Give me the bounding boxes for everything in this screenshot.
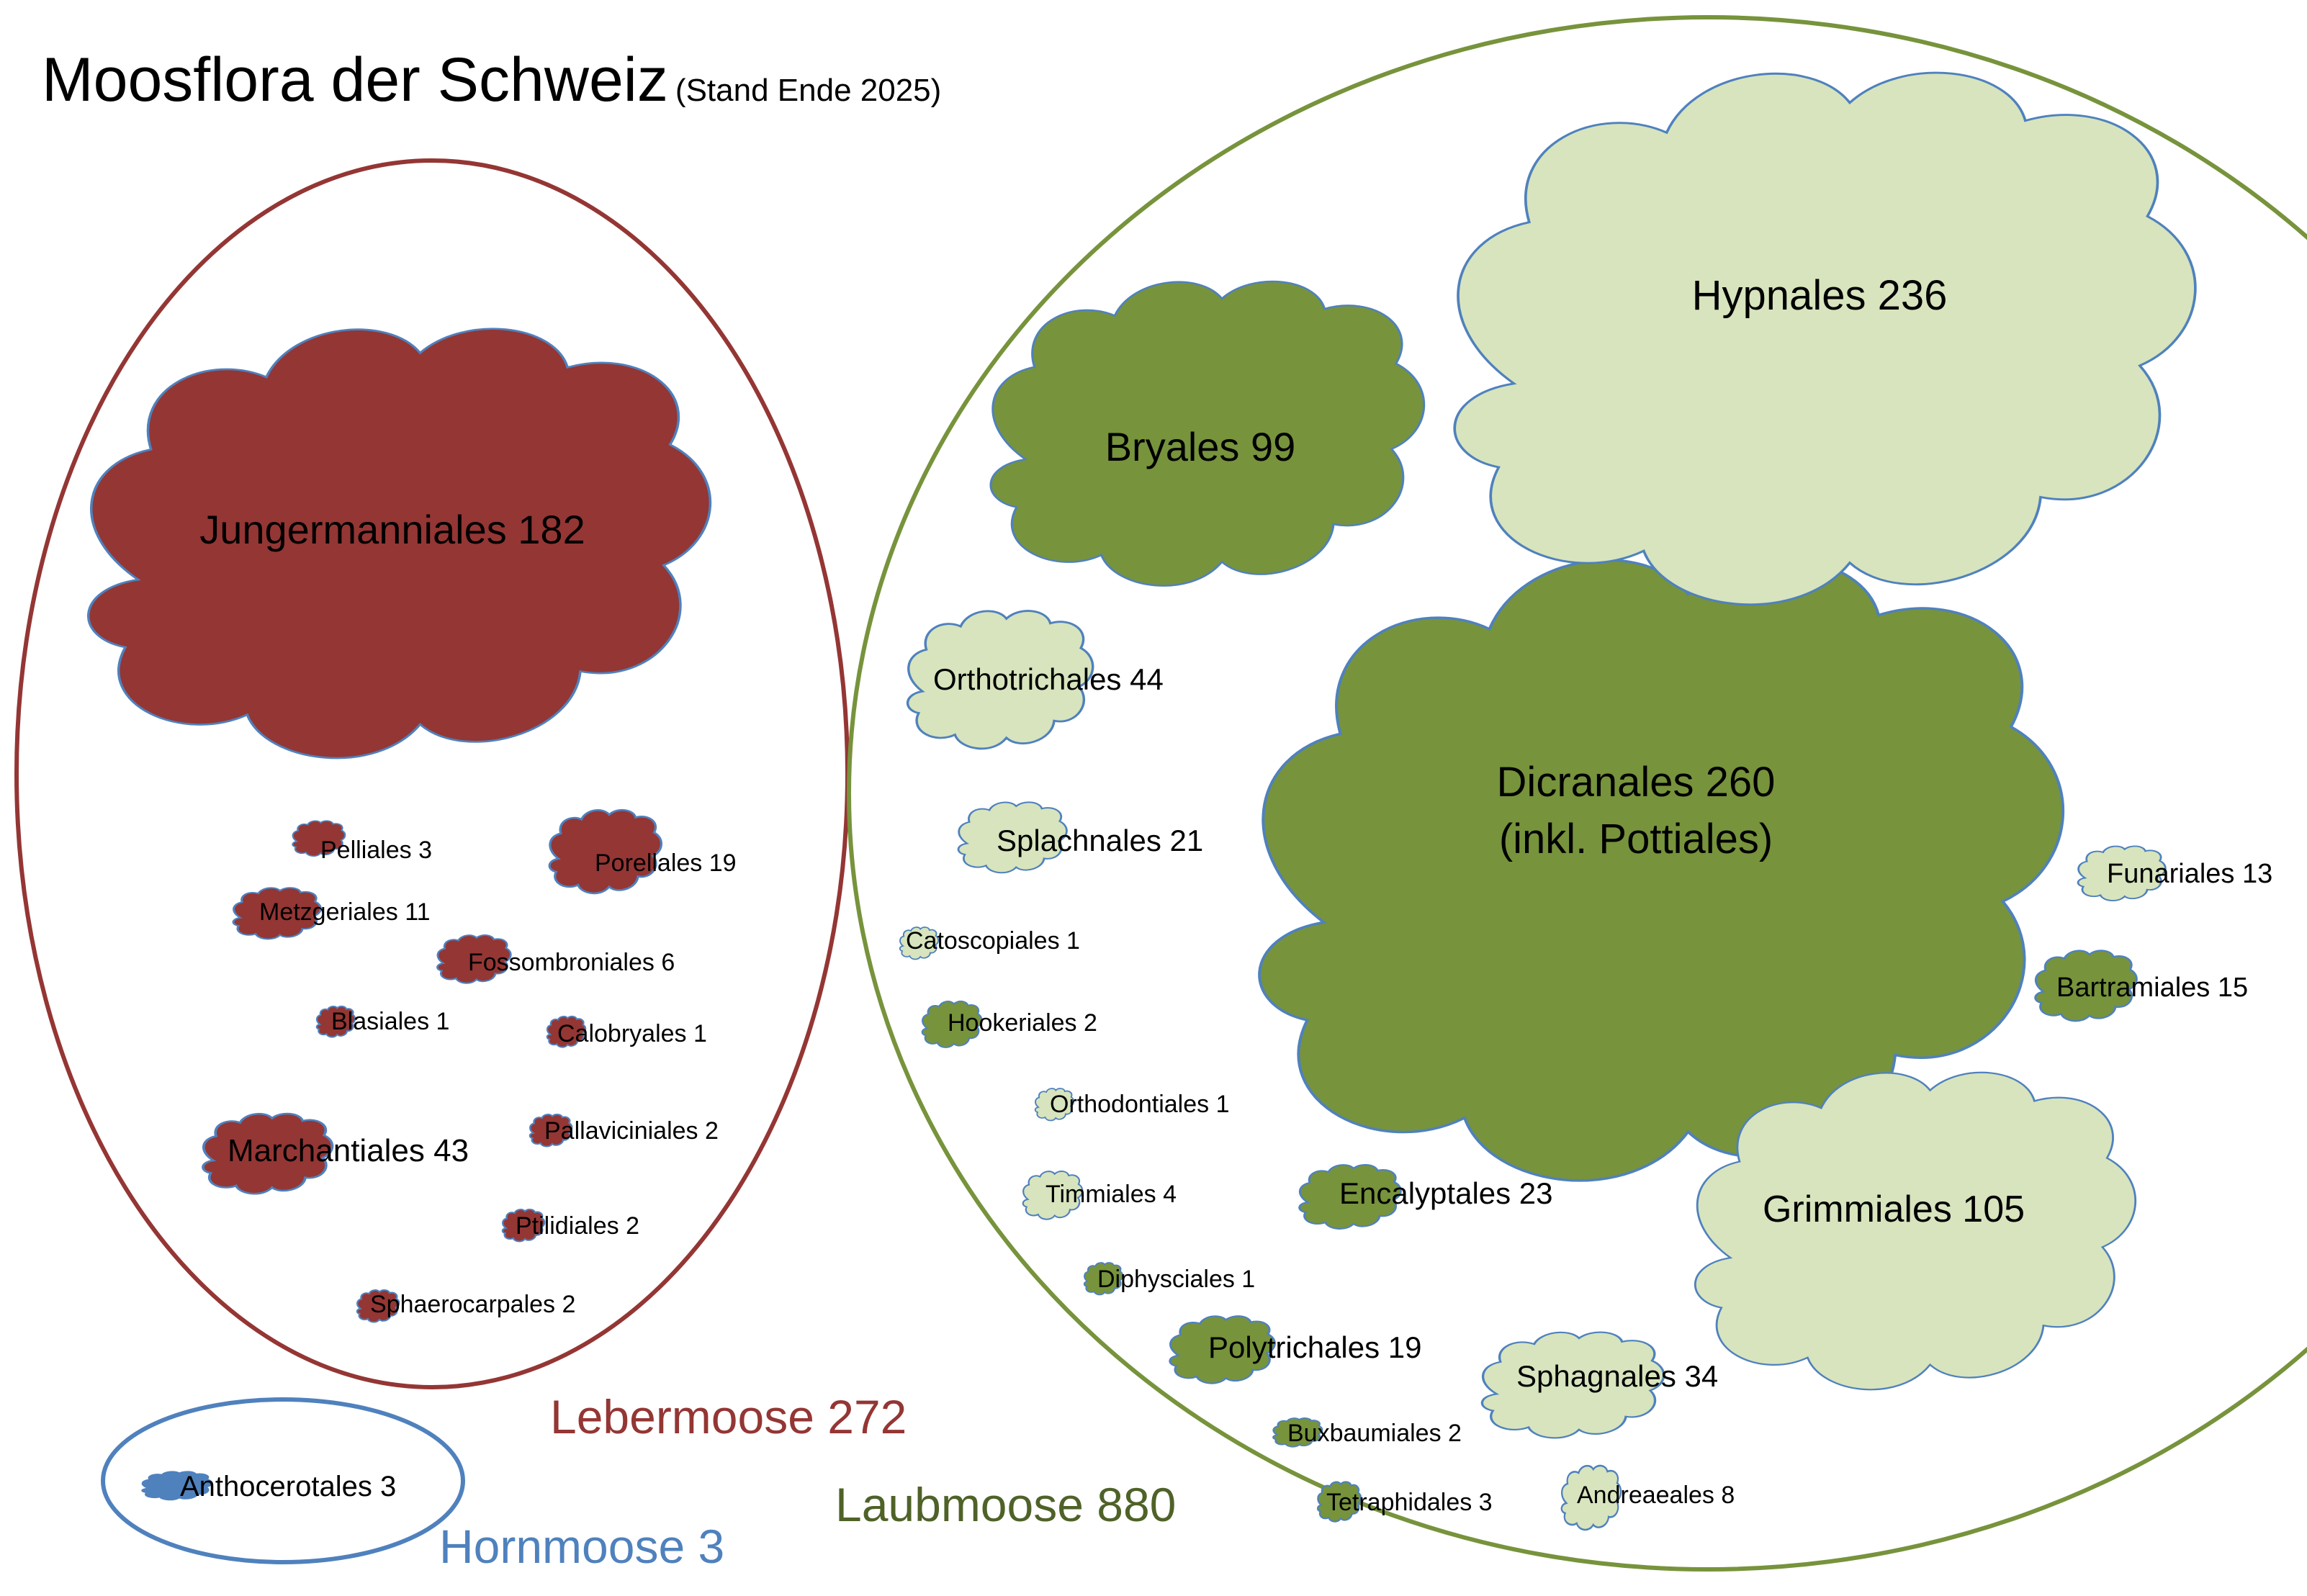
bartramiales-label: Bartramiales 15 (2056, 973, 2248, 1003)
laubmoose-group-label: Laubmoose 880 (835, 1478, 1177, 1531)
timmiales-label: Timmiales 4 (1045, 1181, 1177, 1208)
lebermoose-group-label: Lebermoose 272 (550, 1390, 907, 1443)
title-subtitle: (Stand Ende 2025) (675, 73, 942, 108)
grimmiales-cloud (1695, 1073, 2135, 1390)
dicranales-label: Dicranales 260 (1497, 759, 1776, 806)
laubmoose-ellipse (847, 15, 2307, 1572)
grimmiales-label: Grimmiales 105 (1763, 1189, 2025, 1230)
marchantiales-label: Marchantiales 43 (228, 1133, 469, 1168)
hookeriales-label: Hookeriales 2 (948, 1009, 1097, 1037)
hypnales-cloud (1454, 73, 2195, 605)
page-title: Moosflora der Schweiz(Stand Ende 2025) (42, 45, 941, 116)
buxbaumiales-label: Buxbaumiales 2 (1287, 1420, 1462, 1447)
dicranales-label-2: (inkl. Pottiales) (1499, 816, 1773, 862)
metzgeriales-label: Metzgeriales 11 (259, 898, 431, 926)
orthotrichales-label: Orthotrichales 44 (933, 662, 1164, 696)
encalyptales-label: Encalyptales 23 (1339, 1176, 1553, 1210)
hornmoose-ellipse (101, 1397, 465, 1564)
porellales-label: Porellales 19 (595, 849, 737, 877)
diphysciales-label: Diphysciales 1 (1097, 1266, 1255, 1293)
splachnales-label: Splachnales 21 (997, 824, 1203, 857)
funariales-label: Funariales 13 (2107, 859, 2272, 889)
polytrichales-label: Polytrichales 19 (1208, 1330, 1421, 1364)
andreaeales-label: Andreaeales 8 (1577, 1482, 1735, 1509)
ptilidiales-label: Ptilidiales 2 (516, 1212, 639, 1240)
sphaerocarpales-label: Sphaerocarpales 2 (370, 1291, 575, 1318)
sphagnales-label: Sphagnales 34 (1516, 1359, 1718, 1393)
calobryales-label: Calobryales 1 (557, 1020, 707, 1047)
hornmoose-group-label: Hornmoose 3 (439, 1520, 725, 1573)
pelliales-label: Pelliales 3 (320, 837, 432, 864)
hypnales-label: Hypnales 236 (1692, 272, 1948, 319)
pallaviciniales-label: Pallaviciniales 2 (544, 1117, 719, 1145)
catoscopiales-label: Catoscopiales 1 (906, 927, 1080, 955)
bryales-label: Bryales 99 (1105, 424, 1296, 469)
tetraphidales-label: Tetraphidales 3 (1326, 1489, 1493, 1516)
orthodontiales-label: Orthodontiales 1 (1050, 1091, 1230, 1118)
fossombroniales-label: Fossombroniales 6 (468, 949, 675, 976)
title-text: Moosflora der Schweiz (42, 45, 668, 114)
anthocerotales-label: Anthocerotales 3 (180, 1471, 396, 1502)
blasiales-label: Blasiales 1 (331, 1008, 449, 1035)
jungermanniales-label: Jungermanniales 182 (199, 507, 585, 552)
